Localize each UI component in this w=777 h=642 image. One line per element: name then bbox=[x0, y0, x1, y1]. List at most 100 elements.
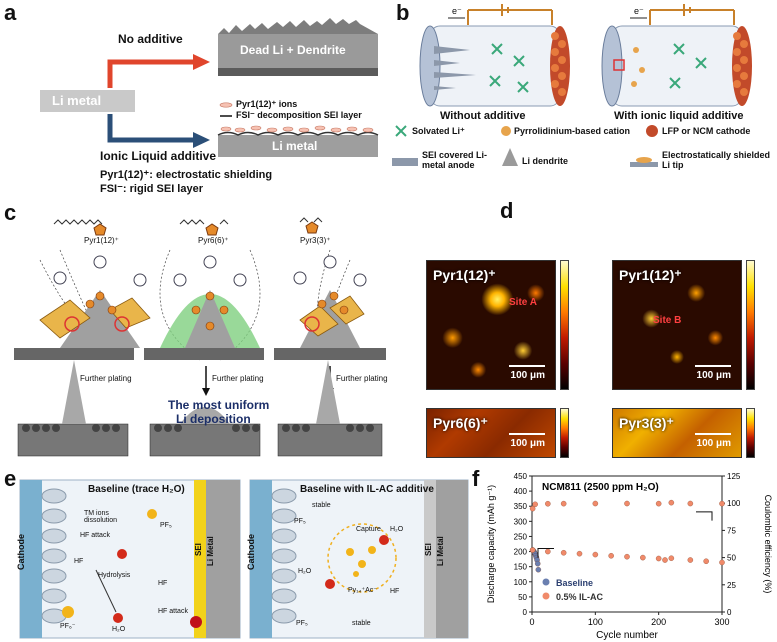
heatmap-title: Pyr1(12)⁺ bbox=[619, 267, 682, 283]
data-point bbox=[719, 559, 725, 566]
x-axis-label: Cycle number bbox=[596, 630, 658, 641]
y-right-tick-label: 0 bbox=[727, 608, 732, 617]
e-l-pf6: PF₆⁻ bbox=[60, 623, 76, 630]
b-e-right: e⁻ bbox=[634, 6, 644, 16]
y-left-tick-label: 150 bbox=[514, 563, 528, 572]
legend-shielded-tip: Electrostatically shielded Li tip bbox=[662, 150, 771, 170]
data-point bbox=[624, 553, 630, 560]
site-a-label: Site A bbox=[509, 297, 537, 308]
colorbar bbox=[746, 408, 755, 458]
panel-c-illustration bbox=[14, 217, 386, 457]
y-left-tick-label: 0 bbox=[523, 608, 528, 617]
scale-label: 100 μm bbox=[696, 370, 731, 381]
red-arrow bbox=[107, 59, 195, 88]
panel-f-label: f bbox=[472, 466, 480, 491]
panel-b-label: b bbox=[396, 0, 410, 25]
e-li-left: Li Metal bbox=[206, 536, 215, 566]
y-left-tick-label: 50 bbox=[518, 593, 527, 602]
e-r-stable1: stable bbox=[312, 502, 331, 509]
e-r-h2o2: H₂O bbox=[298, 568, 312, 575]
legend-dendrite: Li dendrite bbox=[522, 156, 569, 166]
y-left-tick-label: 300 bbox=[514, 517, 528, 526]
e-sei-left: SEI bbox=[194, 543, 203, 556]
legend-solvated: Solvated Li⁺ bbox=[412, 126, 465, 136]
y-left-tick-label: 250 bbox=[514, 532, 528, 541]
scale-label: 100 μm bbox=[510, 370, 545, 381]
data-point bbox=[529, 547, 536, 553]
data-point bbox=[687, 557, 694, 563]
cation-pyr3-3: Pyr3(3)⁺ bbox=[300, 236, 331, 245]
panel-a: a No additive Dead Li + Dendrite Li meta… bbox=[0, 0, 390, 200]
site-b-label: Site B bbox=[653, 315, 682, 326]
further-plating-3: Further plating bbox=[336, 374, 388, 383]
plot-frame bbox=[531, 475, 723, 613]
colorbar bbox=[560, 408, 569, 458]
y-right-tick-label: 125 bbox=[727, 472, 741, 481]
data-point bbox=[719, 500, 725, 507]
e-li-right: Li Metal bbox=[436, 536, 445, 566]
data-point bbox=[668, 499, 675, 506]
data-point bbox=[545, 500, 551, 507]
dead-li-label: Dead Li + Dendrite bbox=[240, 43, 346, 57]
colorbar bbox=[560, 260, 569, 390]
further-plating-1: Further plating bbox=[80, 374, 132, 383]
blue-arrow bbox=[107, 114, 195, 143]
e-left-title: Baseline (trace H₂O) bbox=[88, 484, 185, 495]
data-point bbox=[662, 557, 668, 563]
dendrite-top bbox=[218, 18, 378, 34]
further-plating-2: Further plating bbox=[212, 374, 264, 383]
right-axis-arrow bbox=[696, 511, 713, 521]
data-point bbox=[608, 553, 614, 559]
panel-e-illustration bbox=[19, 479, 469, 639]
scale-bar bbox=[695, 365, 731, 367]
heatmap-title: Pyr3(3)⁺ bbox=[619, 415, 674, 431]
x-tick-label: 100 bbox=[588, 617, 603, 627]
scale-bar bbox=[509, 365, 545, 367]
data-point bbox=[560, 500, 567, 507]
heatmap-pyr3-3: Pyr3(3)⁺ 100 μm bbox=[612, 408, 742, 458]
e-l-hfattack1: HF attack bbox=[80, 532, 110, 539]
b-e-left: e⁻ bbox=[452, 6, 462, 16]
panel-b-cells bbox=[392, 4, 752, 167]
data-point bbox=[592, 500, 599, 507]
y-right-tick-label: 75 bbox=[727, 526, 736, 535]
legend-cathode: LFP or NCM cathode bbox=[662, 126, 751, 136]
e-l-h2o: H₂O bbox=[112, 626, 126, 633]
e-l-tm: TM ions dissolution bbox=[84, 510, 118, 524]
panel-b: b bbox=[390, 0, 777, 200]
data-point bbox=[560, 550, 567, 556]
note-electrostatic: Pyr1(12)⁺: electrostatic shielding bbox=[100, 169, 273, 181]
legend-label: Baseline bbox=[556, 578, 593, 588]
e-right-title: Baseline with IL-AC additive bbox=[300, 484, 434, 495]
data-point bbox=[592, 551, 599, 558]
e-l-hfattack2: HF attack bbox=[158, 608, 188, 615]
panel-d: d Pyr1(12)⁺ Site A 100 μm Pyr1(12)⁺ Site… bbox=[390, 198, 777, 460]
e-r-stable2: stable bbox=[352, 620, 371, 627]
panel-a-label: a bbox=[4, 0, 17, 25]
y-right-tick-label: 50 bbox=[727, 554, 736, 563]
data-point bbox=[624, 500, 630, 507]
data-point bbox=[640, 554, 646, 561]
dead-li-block bbox=[218, 34, 378, 68]
heatmap-pyr6-6: Pyr6(6)⁺ 100 μm bbox=[426, 408, 556, 458]
legend-sei-anode: SEI covered Li-metal anode bbox=[422, 150, 488, 170]
most-uniform-label-2: Li deposition bbox=[176, 412, 251, 426]
panel-a-arrows bbox=[40, 18, 379, 157]
e-r-h2o1: H₂O bbox=[390, 526, 404, 533]
heatmap-pyr1-12-b: Pyr1(12)⁺ Site B 100 μm bbox=[612, 260, 742, 390]
data-point bbox=[668, 555, 675, 561]
y-left-tick-label: 100 bbox=[514, 578, 528, 587]
legend-marker bbox=[542, 592, 550, 600]
e-l-hf1: HF bbox=[74, 558, 84, 565]
e-cathode-left: Cathode bbox=[16, 534, 26, 570]
blue-arrow-head bbox=[193, 132, 210, 148]
scale-label: 100 μm bbox=[696, 438, 731, 449]
with-additive-label: With ionic liquid additive bbox=[614, 110, 744, 122]
e-l-pf5: PF₅ bbox=[160, 522, 172, 529]
x-tick-label: 300 bbox=[714, 617, 729, 627]
y-right-axis-label: Coulombic efficiency (%) bbox=[763, 495, 773, 594]
e-r-hf: HF bbox=[390, 588, 400, 595]
y-right-tick-label: 100 bbox=[727, 499, 741, 508]
